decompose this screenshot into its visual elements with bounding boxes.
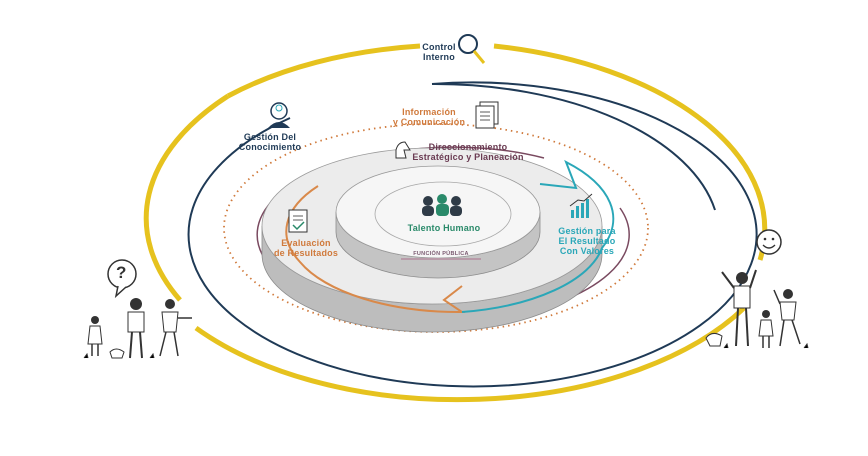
smiley-face-icon: [756, 229, 782, 255]
label-line: Gestión Del: [243, 132, 297, 142]
question-mark-glyph: ?: [116, 263, 127, 282]
yellow-ring-top: [226, 43, 421, 99]
label-line: Conocimiento: [238, 142, 302, 152]
label-talento-humano: Talento Humano: [407, 223, 481, 233]
label-line: Gestión para: [558, 226, 616, 236]
hub-inner-ring: [374, 181, 512, 247]
label-line: de Resultados: [273, 248, 339, 258]
funcion-publica-logo: FUNCIÓN PÚBLICA: [413, 251, 469, 257]
gestion-resultado-arrow: [461, 159, 615, 313]
family-right-illustration: [705, 269, 801, 348]
label-gestion-conocimiento: Gestión Del Conocimiento: [228, 132, 312, 152]
grass-marks: [83, 342, 809, 359]
label-line: Interno: [423, 52, 455, 62]
magnifier-icon: [458, 34, 486, 64]
yellow-ring-right: [493, 43, 768, 261]
people-group-icon: [422, 194, 462, 216]
documents-icon: [475, 101, 499, 129]
label-line: Con Valores: [559, 246, 615, 256]
label-evaluacion-resultados: Evaluación de Resultados: [270, 238, 342, 258]
checklist-icon: [288, 209, 308, 233]
navy-ring: [187, 81, 758, 388]
brain-head-icon: [268, 102, 290, 128]
label-line: El Resultado: [558, 236, 616, 246]
logo-underline: [401, 258, 481, 260]
label-control-interno: Control Interno: [414, 42, 464, 62]
label-direccionamiento: Direccionamiento Estratégico y Planeació…: [408, 142, 528, 162]
label-line: Direccionamiento: [428, 142, 508, 152]
chess-knight-icon: [395, 141, 411, 159]
label-line: y Comunicación: [392, 117, 466, 127]
label-informacion-comunicacion: Información y Comunicación: [386, 107, 472, 127]
label-line: Estratégico y Planeación: [412, 152, 524, 162]
yellow-ring-bottom: [194, 306, 746, 403]
label-line: Control: [422, 42, 456, 52]
navy-ring-b: [431, 82, 716, 211]
yellow-ring-left: [143, 93, 230, 302]
dotted-information-ring: [223, 123, 649, 333]
family-left-illustration: [87, 298, 192, 359]
label-line: Evaluación: [281, 238, 331, 248]
question-bubble-icon: [107, 259, 137, 299]
label-line: Información: [402, 107, 456, 117]
label-gestion-resultado: Gestión para El Resultado Con Valores: [555, 226, 619, 256]
bar-chart-icon: [569, 193, 593, 218]
